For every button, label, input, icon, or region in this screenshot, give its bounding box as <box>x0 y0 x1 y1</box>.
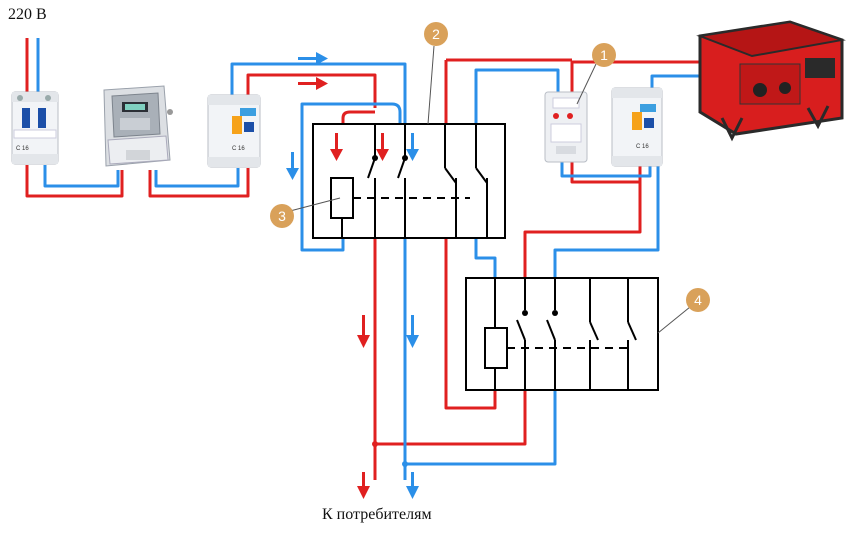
voltage-relay-icon <box>544 91 588 163</box>
neutral-wire-gen-relay <box>650 74 700 88</box>
contactor-4 <box>465 277 659 391</box>
callout-4: 4 <box>686 288 710 312</box>
phase-wire-coil3 <box>341 110 375 178</box>
callout-2: 2 <box>424 22 448 46</box>
svg-text:2: 2 <box>432 26 440 42</box>
flow-arrow-icon <box>298 77 328 90</box>
rcbo-mid-rating: C 16 <box>232 146 245 152</box>
neutral-wire-contactor2-to-4 <box>474 238 497 280</box>
flow-arrow-icon <box>406 472 419 499</box>
flow-arrow-icon <box>357 315 370 348</box>
flow-arrow-icon <box>406 133 419 161</box>
phase-wire-gen-relay <box>570 60 700 92</box>
svg-text:1: 1 <box>600 47 608 63</box>
svg-text:4: 4 <box>694 292 702 308</box>
supply-voltage-label: 220 В <box>8 6 47 23</box>
rcbo-icon: C 16 <box>611 87 663 167</box>
flow-arrow-icon <box>286 152 299 180</box>
flow-arrow-icon <box>406 315 419 348</box>
neutral-wire-rcbo-contactor4 <box>553 166 660 300</box>
coil-4 <box>484 327 508 369</box>
phase-wire-meter-rcbo <box>148 168 250 198</box>
phase-wire-rcbo-contactor4 <box>523 166 642 300</box>
neutral-wire-meter-rcbo <box>154 168 240 188</box>
neutral-wire-coil3-loop <box>300 102 402 252</box>
rcbo-right-rating: C 16 <box>636 144 649 150</box>
svg-text:3: 3 <box>278 208 286 224</box>
breaker-icon: C 16 <box>11 91 59 165</box>
phase-wire-rcbo-contactor2 <box>246 73 377 108</box>
flow-arrow-icon <box>357 472 370 499</box>
callout-3: 3 <box>270 204 294 228</box>
neutral-junction <box>402 461 408 467</box>
phase-junction <box>372 441 378 447</box>
neutral-wire-relay-top <box>474 68 560 124</box>
flow-arrow-icon <box>376 133 389 161</box>
flow-arrow-icon <box>330 133 343 161</box>
electricity-meter-icon <box>103 85 173 167</box>
callout-leaders <box>289 45 691 334</box>
contactor-2 <box>312 123 506 239</box>
neutral-wire-breaker-meter <box>43 165 120 188</box>
flow-arrows <box>286 52 419 499</box>
phase-wire-breaker-meter <box>25 165 124 198</box>
rcbo-icon: C 16 <box>207 94 261 168</box>
coil-3 <box>330 177 354 219</box>
flow-arrow-icon <box>298 52 328 65</box>
breaker-left-rating: C 16 <box>16 146 29 152</box>
generator-icon <box>696 20 846 142</box>
consumers-label: К потребителям <box>322 506 432 523</box>
neutral-wires <box>36 38 700 480</box>
callout-1: 1 <box>592 43 616 67</box>
neutral-wire-relay-rcbo <box>560 162 652 178</box>
neutral-wire-rcbo-contactor2 <box>230 62 407 480</box>
